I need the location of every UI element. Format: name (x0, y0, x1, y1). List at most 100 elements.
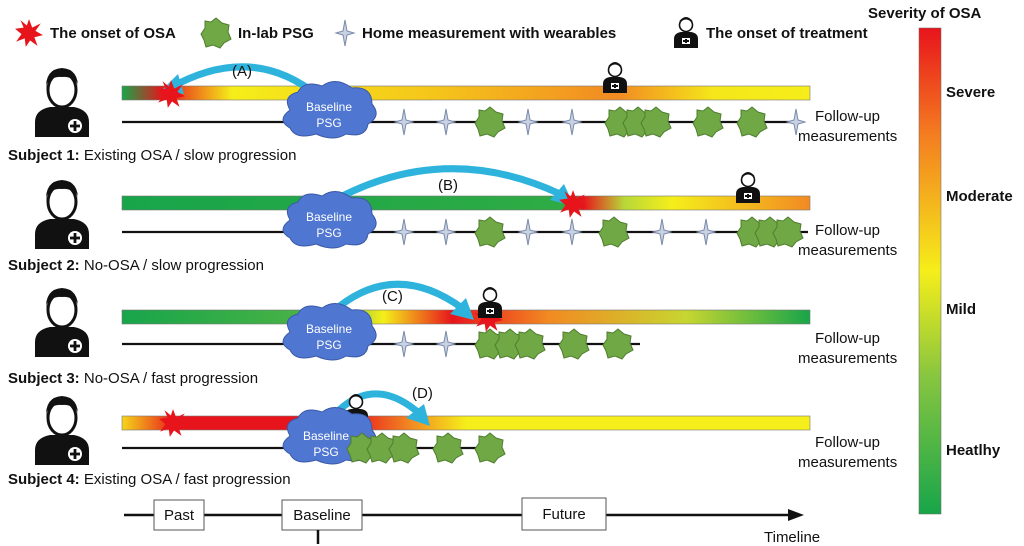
subject-3-inlab-psg-icon (558, 328, 590, 360)
subject-3-psg-label: PSG (316, 338, 341, 352)
subject-1-inlab-psg-icon (736, 106, 768, 138)
subject-4-row: (D) Baseline PSG Follow-up measurements … (8, 385, 897, 488)
subject-2-person-icon (34, 178, 90, 250)
subject-2-home-measurement-icon (518, 218, 538, 246)
severity-level-severe: Severe (946, 84, 995, 101)
onset-osa-icon (15, 19, 43, 47)
legend-onset-treatment: The onset of treatment (706, 25, 868, 42)
subject-4-follow-up: Follow-up (815, 434, 880, 451)
subject-2-measurements: measurements (798, 242, 897, 259)
subject-2-home-measurement-icon (652, 218, 672, 246)
subject-3-inlab-psg-icon (514, 328, 546, 360)
subject-1-home-measurement-icon (436, 108, 456, 136)
subject-1-baseline-psg-cloud: Baseline PSG (282, 81, 377, 139)
subject-1-inlab-psg-icon (692, 106, 724, 138)
severity-level-moderate: Moderate (946, 188, 1013, 205)
subject-2-psg-label: PSG (316, 226, 341, 240)
main-timeline: Past Baseline Future Timeline (124, 497, 820, 546)
timeline-label: Timeline (764, 529, 820, 546)
subject-1-inlab-psg-icon (474, 106, 506, 138)
subject-4-inlab-psg-icon (388, 432, 420, 464)
timeline-future-label: Future (542, 506, 585, 523)
subject-1-follow-up: Follow-up (815, 108, 880, 125)
onset-treatment-icon (673, 17, 699, 49)
timeline-arrowhead (788, 509, 804, 521)
subject-3-follow-up: Follow-up (815, 330, 880, 347)
subject-3-home-measurement-icon (394, 330, 414, 358)
subject-1-inlab-psg-icon (640, 106, 672, 138)
subject-4-severity-bar (121, 415, 811, 431)
legend-onset-osa: The onset of OSA (50, 25, 176, 42)
subject-2-baseline-label: Baseline (306, 210, 352, 224)
subject-2-baseline-psg-cloud: Baseline PSG (282, 191, 377, 249)
subject-1-row: (A) Baseline PSG Follow-up measurements … (8, 62, 897, 164)
subject-4-inlab-psg-icon (474, 432, 506, 464)
legend-home-measurement: Home measurement with wearables (362, 25, 616, 42)
subject-4-psg-label: PSG (313, 445, 338, 459)
subject-3-measurements: measurements (798, 350, 897, 367)
subject-2-row: (B) Baseline PSG Follow-up measurements … (8, 165, 897, 274)
subject-4-baseline-label: Baseline (303, 429, 349, 443)
subject-1-severity-bar (121, 85, 811, 101)
home-measurement-icon (335, 19, 355, 47)
subject-3-person-icon (34, 286, 90, 358)
subject-2-home-measurement-icon (394, 218, 414, 246)
subject-2-inlab-psg-icon (474, 216, 506, 248)
subject-3-prefix: Subject 3: (8, 370, 80, 387)
subject-4-person-icon (34, 394, 90, 466)
subject-1-psg-label: PSG (316, 116, 341, 130)
subject-1-arrow-label: (A) (232, 63, 252, 80)
subject-4-description: Existing OSA / fast progression (80, 471, 291, 488)
subject-1-caption: Subject 1: Existing OSA / slow progressi… (8, 147, 296, 164)
severity-level-mild: Mild (946, 301, 976, 318)
subject-1-treatment-icon (602, 62, 628, 94)
subject-3-home-measurement-icon (436, 330, 456, 358)
timeline-future-box (521, 497, 607, 531)
subject-3-description: No-OSA / fast progression (80, 370, 258, 387)
subject-2-prefix: Subject 2: (8, 257, 80, 274)
subject-4-arrow-label: (D) (412, 385, 433, 402)
subject-3-inlab-psg-icon (602, 328, 634, 360)
subject-3-arrowhead (450, 298, 474, 320)
subject-4-caption: Subject 4: Existing OSA / fast progressi… (8, 471, 291, 488)
subject-1-home-measurement-icon (562, 108, 582, 136)
subject-1-baseline-label: Baseline (306, 100, 352, 114)
legend: The onset of OSA In-lab PSG Home measure… (15, 17, 868, 49)
subject-1-home-measurement-icon (518, 108, 538, 136)
severity-level-healthy: Heatlhy (946, 442, 1001, 459)
subject-3-baseline-label: Baseline (306, 322, 352, 336)
subject-4-arrowhead (406, 404, 430, 426)
legend-inlab-psg: In-lab PSG (238, 25, 314, 42)
subject-2-caption: Subject 2: No-OSA / slow progression (8, 257, 264, 274)
subject-3-row: (C) Baseline PSG Follow-up measurements … (8, 280, 897, 387)
subject-2-arrow-label: (B) (438, 177, 458, 194)
subject-2-arrow (320, 165, 564, 210)
subject-1-arrow (166, 63, 322, 100)
timeline-baseline-label: Baseline (293, 507, 351, 524)
subject-2-treatment-icon (735, 172, 761, 204)
subject-1-prefix: Subject 1: (8, 147, 80, 164)
subject-4-prefix: Subject 4: (8, 471, 80, 488)
subject-2-follow-up: Follow-up (815, 222, 880, 239)
subject-3-treatment-icon (477, 287, 503, 319)
inlab-psg-icon (200, 17, 232, 49)
subject-1-description: Existing OSA / slow progression (80, 147, 297, 164)
subject-2-inlab-psg-icon (598, 216, 630, 248)
timeline-baseline-box (281, 499, 363, 531)
severity-gradient-bar (918, 27, 942, 515)
subject-2-home-measurement-icon (562, 218, 582, 246)
subject-2-home-measurement-icon (696, 218, 716, 246)
subject-4-inlab-psg-icon (432, 432, 464, 464)
subject-4-measurements: measurements (798, 454, 897, 471)
subject-3-baseline-psg-cloud: Baseline PSG (282, 303, 377, 361)
subject-3-caption: Subject 3: No-OSA / fast progression (8, 370, 258, 387)
severity-scale-title: Severity of OSA (868, 5, 982, 22)
timeline-past-label: Past (164, 507, 195, 524)
subject-2-description: No-OSA / slow progression (80, 257, 264, 274)
timeline-past-box (153, 499, 205, 531)
subject-1-home-measurement-icon (394, 108, 414, 136)
severity-scale: Severity of OSA Severe Moderate Mild Hea… (868, 5, 1013, 515)
subject-2-severity-bar (121, 195, 811, 211)
subject-3-arrow-label: (C) (382, 288, 403, 305)
